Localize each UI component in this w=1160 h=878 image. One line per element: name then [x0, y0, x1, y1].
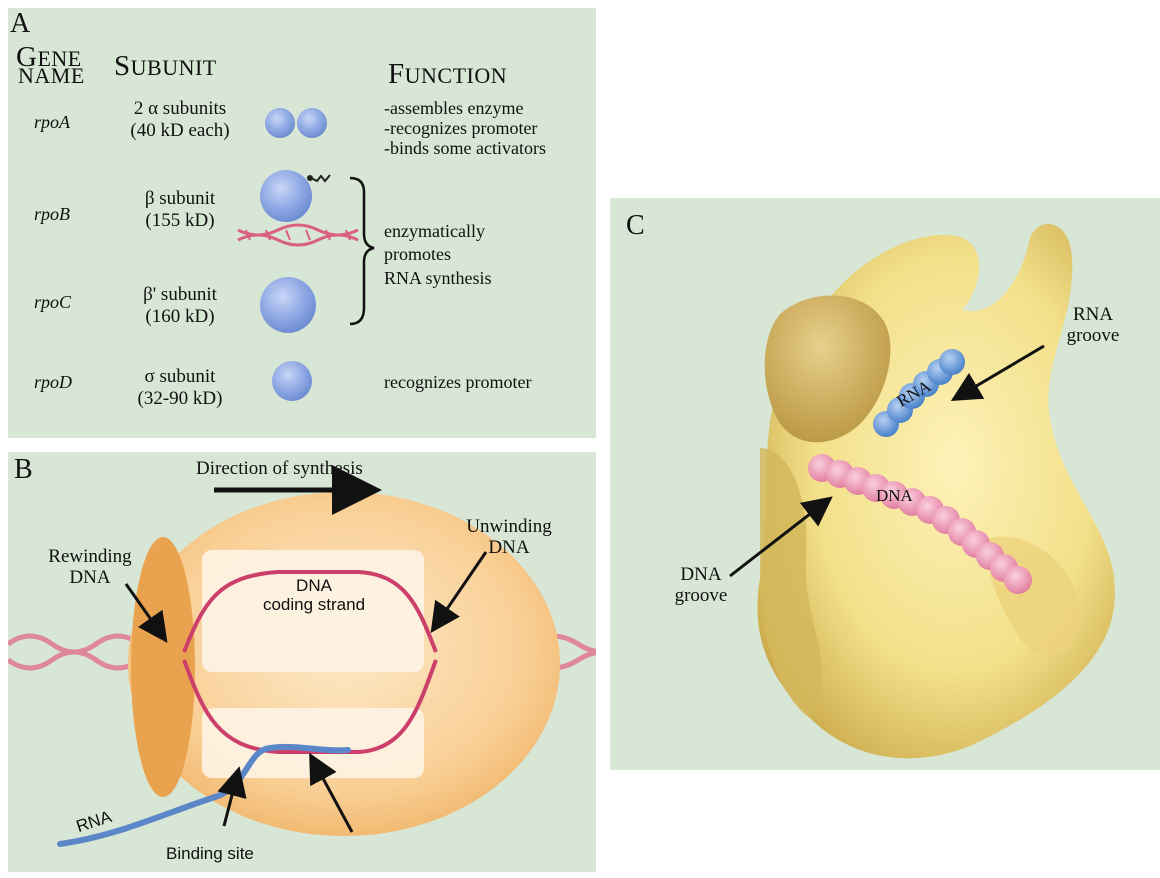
direction-label: Direction of synthesis	[196, 458, 363, 480]
subunit-beta: β subunit (155 kD)	[110, 188, 250, 232]
panel-a-letter: A	[10, 8, 30, 40]
panel-b-transcription-bubble: B Direction of synthesis Rewinding DNA U…	[8, 452, 596, 872]
rewinding-dna-label: Rewinding DNA	[30, 546, 150, 589]
panel-a-subunit-table: A GENE NAME SUBUNIT FUNCTION rpoA 2 α su…	[8, 8, 596, 438]
gene-rpoA: rpoA	[34, 112, 70, 133]
subunit-header: SUBUNIT	[114, 50, 217, 83]
dna-groove-label: DNA groove	[656, 564, 746, 607]
dna-strand-label: DNA	[876, 486, 913, 506]
sigma-subunit	[272, 361, 312, 401]
function-beta-beta-prime: enzymatically promotes RNA synthesis	[384, 220, 492, 290]
gene-rpoB: rpoB	[34, 204, 70, 225]
beta-dna-helix	[238, 225, 358, 245]
alpha-subunit-1	[265, 108, 295, 138]
function-header: FUNCTION	[388, 58, 507, 91]
panel-b-graphics	[8, 452, 596, 872]
unwinding-dna-label: Unwinding DNA	[454, 516, 564, 559]
gene-rpoD: rpoD	[34, 372, 72, 393]
subunit-beta-prime: β' subunit (160 kD)	[110, 284, 250, 328]
panel-c-graphics	[610, 198, 1160, 770]
panel-c-polymerase-structure: C RNA groove DNA groove RNA DNA	[610, 198, 1160, 770]
panel-c-letter: C	[626, 210, 645, 242]
beta-prime-subunit	[260, 277, 316, 333]
dna-coding-strand-label: DNA coding strand	[234, 576, 394, 614]
bracket	[350, 178, 374, 324]
subunit-alpha: 2 α subunits (40 kD each)	[110, 98, 250, 142]
beta-subunit	[260, 170, 312, 222]
function-sigma: recognizes promoter	[384, 372, 531, 392]
inhibitor-mark	[311, 175, 330, 181]
binding-site-label: Binding site	[166, 844, 254, 864]
panel-b-letter: B	[14, 454, 33, 486]
subunit-sigma: σ subunit (32-90 kD)	[110, 366, 250, 410]
rna-groove-label: RNA groove	[1048, 304, 1138, 347]
gene-rpoC: rpoC	[34, 292, 71, 313]
gene-name-header-2: NAME	[18, 63, 85, 88]
alpha-subunit-2	[297, 108, 327, 138]
function-alpha: -assembles enzyme -recognizes promoter -…	[384, 98, 546, 158]
